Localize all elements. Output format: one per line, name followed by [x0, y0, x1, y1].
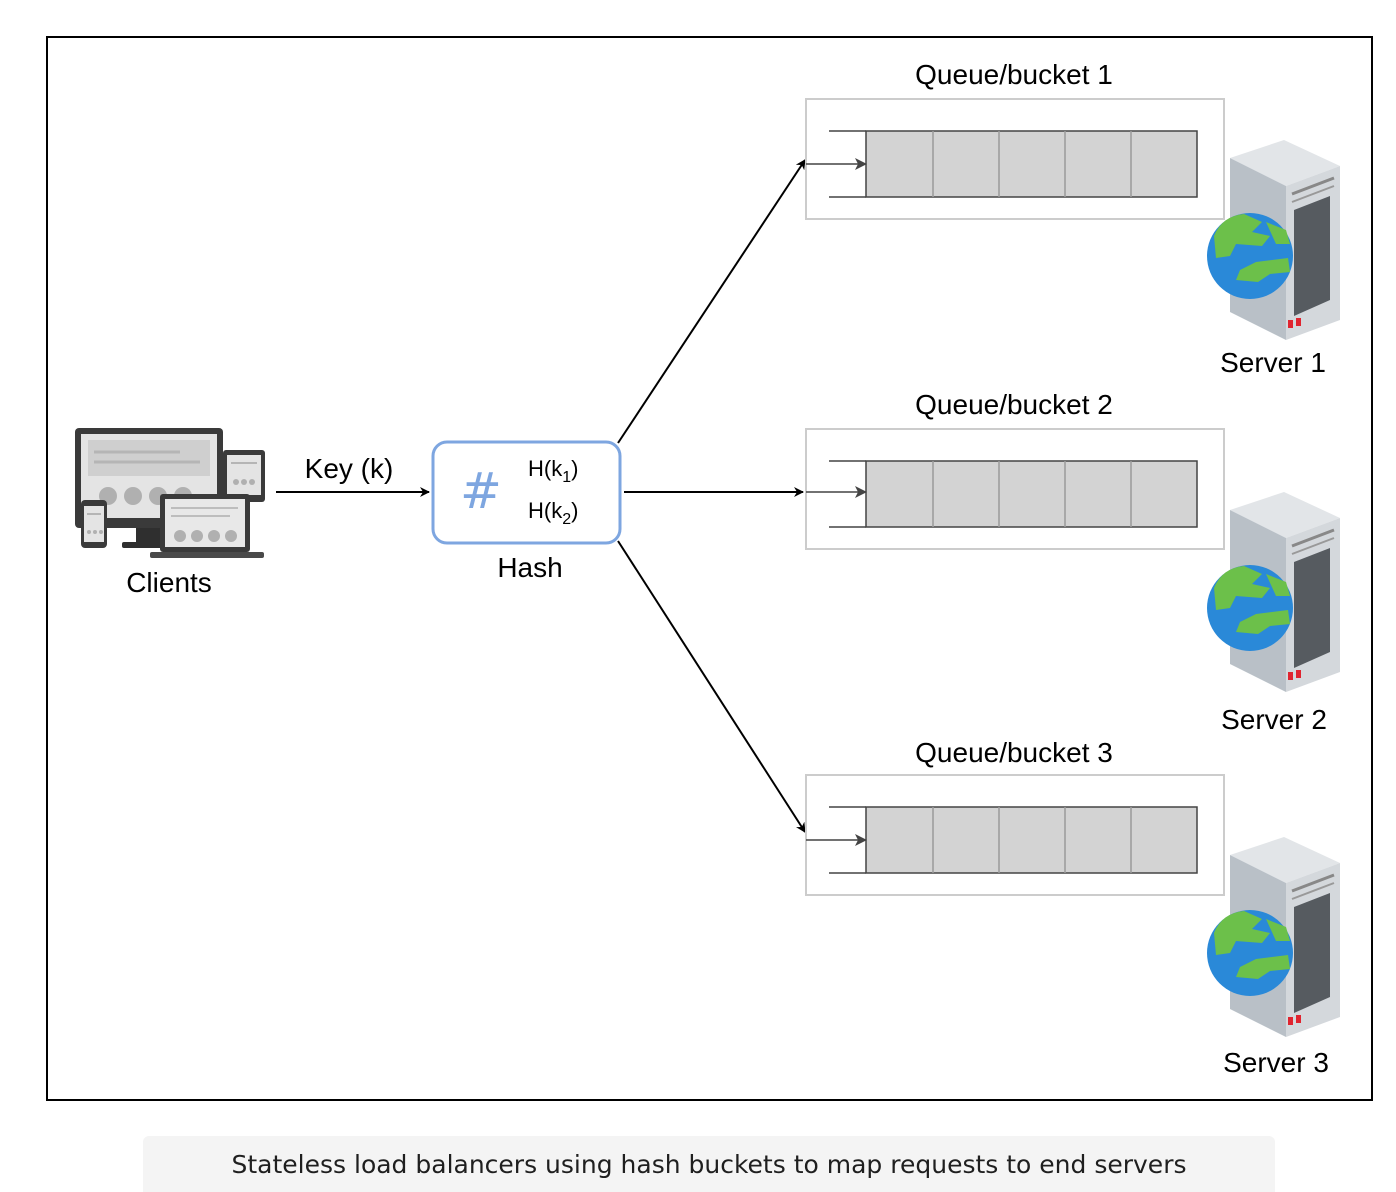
queue-bucket-1: Queue/bucket 1	[805, 59, 1225, 220]
hash-box	[431, 440, 622, 545]
server-3-label: Server 3	[1223, 1047, 1329, 1078]
hash-label: Hash	[497, 552, 562, 583]
web-server-2-icon	[1205, 490, 1342, 694]
server-1-label: Server 1	[1220, 347, 1326, 378]
client-devices-icon	[75, 428, 265, 558]
hash-function-2: H(k2)	[528, 498, 578, 528]
hash-function-2-prefix: H(k	[528, 498, 563, 523]
hash-function-2-suffix: )	[571, 498, 578, 523]
web-server-1-icon	[1205, 138, 1342, 342]
web-server-3-icon	[1205, 835, 1342, 1039]
key-edge-label: Key (k)	[305, 453, 394, 484]
queue-2-label: Queue/bucket 2	[915, 389, 1113, 420]
server-2-label: Server 2	[1221, 704, 1327, 735]
caption-box: Stateless load balancers using hash buck…	[143, 1136, 1275, 1192]
queue-bucket-3: Queue/bucket 3	[805, 737, 1225, 896]
hash-function-1-prefix: H(k	[528, 456, 563, 481]
diagram-frame	[46, 36, 1373, 1101]
clients-label: Clients	[126, 567, 212, 598]
hash-function-2-subscript: 2	[562, 511, 571, 528]
hash-function-1-subscript: 1	[562, 469, 571, 486]
hash-function-1-suffix: )	[571, 456, 578, 481]
queue-bucket-2: Queue/bucket 2	[805, 389, 1225, 550]
queue-1-label: Queue/bucket 1	[915, 59, 1113, 90]
hash-to-queue-1-arrow	[617, 159, 806, 444]
figure-caption: Stateless load balancers using hash buck…	[231, 1150, 1187, 1179]
hash-function-1: H(k1)	[528, 456, 578, 486]
queue-3-label: Queue/bucket 3	[915, 737, 1113, 768]
hash-node: # H(k1) H(k2)	[431, 440, 622, 545]
hash-symbol-icon: #	[460, 462, 502, 520]
hash-to-queue-3-arrow	[617, 540, 806, 833]
